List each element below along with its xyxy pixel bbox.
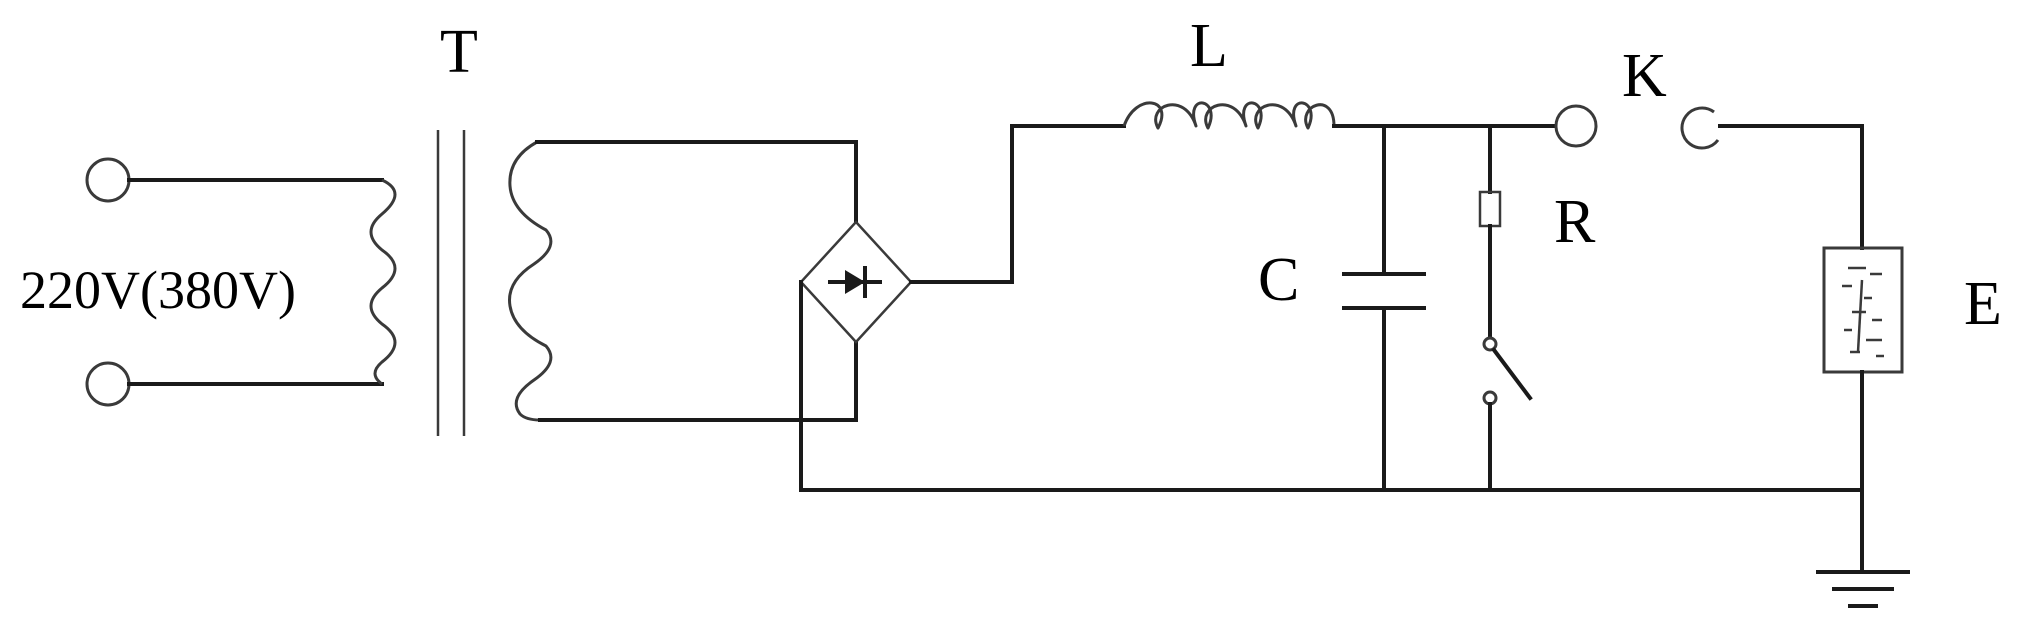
secondary-winding	[508, 140, 553, 422]
electrolyzer-label: E	[1964, 270, 2002, 338]
resistor-label: R	[1554, 188, 1596, 256]
discharge-switch-blade	[1491, 347, 1533, 401]
input-terminal-bottom	[85, 361, 131, 407]
bridge-rectifier	[799, 220, 913, 344]
switch-k-terminal-right	[1680, 106, 1720, 150]
discharge-switch-contact-top	[1482, 336, 1498, 352]
secondary-wire-top	[535, 140, 858, 224]
ground-symbol	[1816, 570, 1910, 608]
electrolyzer	[1822, 246, 1904, 374]
input-terminal-top	[85, 157, 131, 203]
switch-k-terminal-left	[1554, 104, 1598, 148]
capacitor-label: C	[1258, 246, 1299, 314]
inductor-label: L	[1190, 12, 1228, 80]
primary-winding	[369, 178, 397, 386]
switch-label: K	[1622, 42, 1667, 110]
electrolyzer-separator	[1856, 279, 1864, 353]
switch-k-output-wire	[1718, 124, 1864, 250]
inductor-coil	[1122, 101, 1336, 130]
resistor-body	[1478, 190, 1502, 228]
bridge-output-wire	[909, 124, 1126, 284]
transformer-label: T	[440, 18, 478, 86]
electrolyzer-body	[1822, 246, 1904, 374]
rectifier-diode-arrow	[845, 270, 865, 294]
bridge-diamond	[799, 220, 913, 344]
input-voltage-label: 220V(380V)	[20, 260, 296, 320]
secondary-wire-bottom	[538, 340, 858, 422]
